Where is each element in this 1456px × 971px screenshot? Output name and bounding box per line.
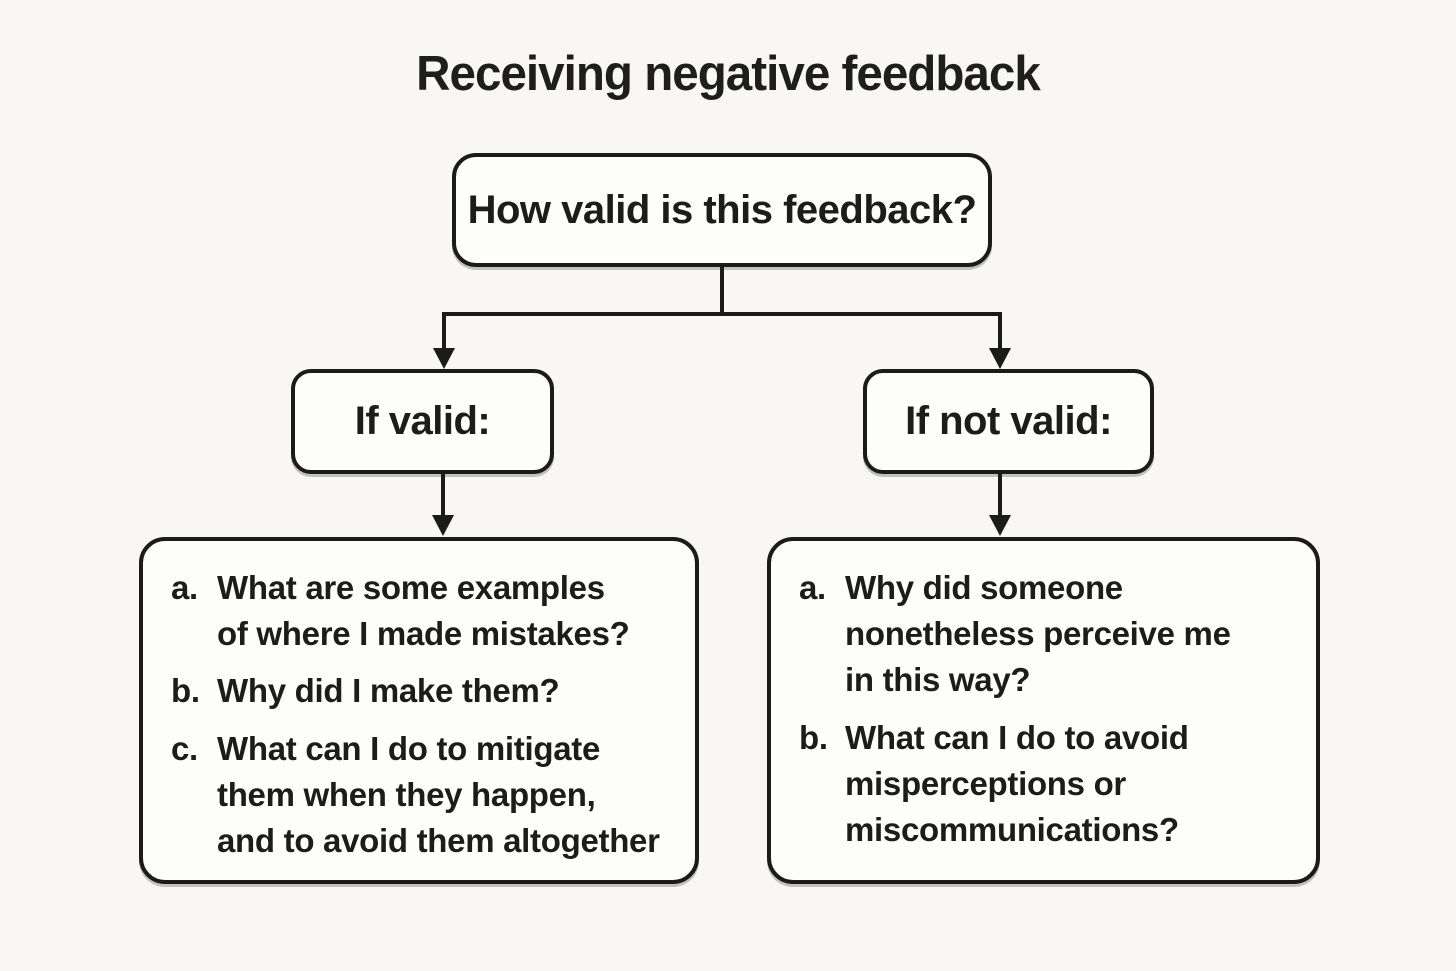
list-item-marker: a. bbox=[171, 569, 198, 606]
list-item-text: Why did I make them? bbox=[217, 672, 560, 710]
valid-question-list: a. What are some examples of where I mad… bbox=[171, 565, 675, 864]
list-item-text: Why did someone nonetheless perceive me … bbox=[845, 569, 1231, 699]
diagram-title: Receiving negative feedback bbox=[416, 47, 1041, 101]
right-branch-arrowhead bbox=[989, 348, 1011, 369]
left-branch-arrowhead bbox=[433, 348, 455, 369]
list-item-marker: a. bbox=[799, 569, 826, 606]
root-question-node: How valid is this feedback? bbox=[452, 153, 992, 267]
list-item: b. What can I do to avoid misperceptions… bbox=[799, 715, 1296, 854]
branch-not-valid-label: If not valid: bbox=[905, 399, 1112, 443]
branch-node-valid: If valid: bbox=[291, 369, 554, 474]
list-item-marker: b. bbox=[171, 672, 200, 710]
root-question-label: How valid is this feedback? bbox=[467, 187, 977, 232]
right-details-arrowhead bbox=[989, 515, 1011, 536]
branch-node-not-valid: If not valid: bbox=[863, 369, 1154, 474]
branch-valid-label: If valid: bbox=[354, 399, 491, 443]
list-item: b. Why did I make them? bbox=[171, 668, 675, 714]
list-item-text: What are some examples of where I made m… bbox=[217, 569, 630, 653]
list-item: a. Why did someone nonetheless perceive … bbox=[799, 565, 1296, 704]
details-node-not-valid: a. Why did someone nonetheless perceive … bbox=[767, 537, 1320, 884]
list-item: a. What are some examples of where I mad… bbox=[171, 565, 675, 657]
list-item: c. What can I do to mitigate them when t… bbox=[171, 726, 675, 865]
list-item-text: What can I do to mitigate them when they… bbox=[217, 729, 660, 859]
not-valid-question-list: a. Why did someone nonetheless perceive … bbox=[799, 565, 1296, 853]
list-item-marker: b. bbox=[799, 718, 828, 756]
list-item-text: What can I do to avoid misperceptions or… bbox=[845, 718, 1189, 848]
left-details-arrowhead bbox=[432, 515, 454, 536]
details-node-valid: a. What are some examples of where I mad… bbox=[139, 537, 699, 884]
list-item-marker: c. bbox=[171, 729, 198, 767]
